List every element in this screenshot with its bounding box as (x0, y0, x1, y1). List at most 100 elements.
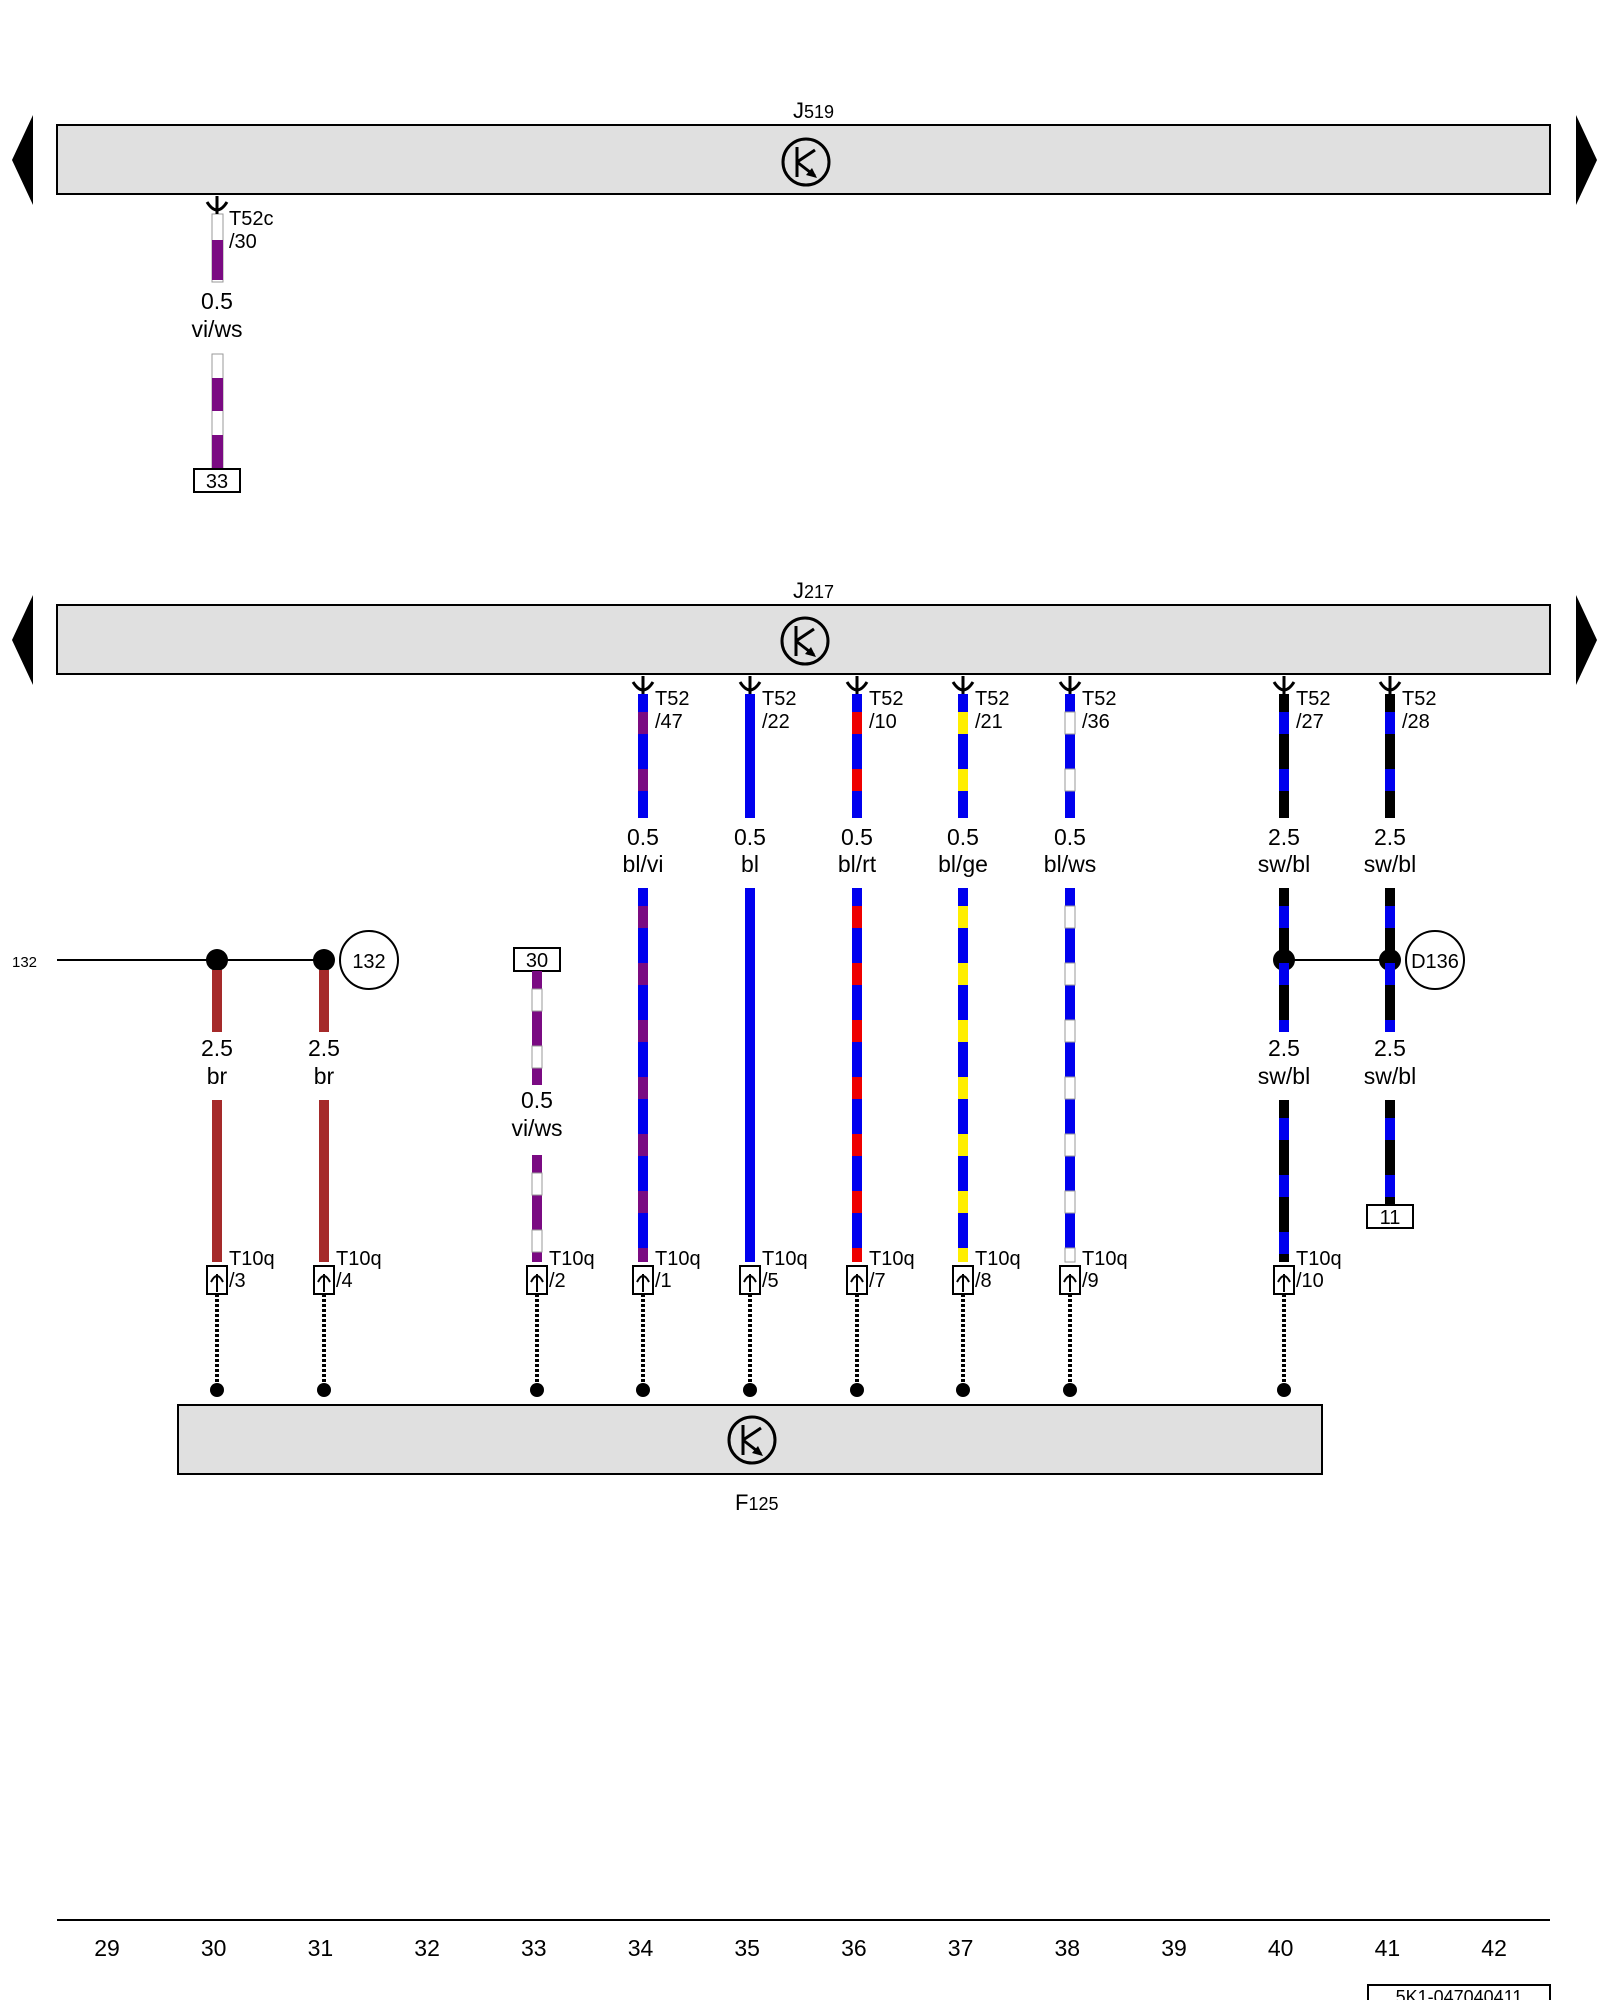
ref-30: 30 (513, 947, 561, 972)
connector-t10q-2: T10q/2 (526, 1248, 595, 1397)
pin-label: /10 (869, 711, 897, 733)
pin-label: /3 (229, 1270, 246, 1292)
column-number: 31 (308, 1935, 334, 1961)
pin-label: /47 (655, 711, 683, 733)
ref-11: 11 (1366, 1204, 1414, 1229)
wire-t52-22: T52/220.5bl (734, 676, 796, 877)
mid-wire-5: 2.5sw/bl (1364, 1035, 1416, 1205)
ref-30-label: 30 (526, 950, 548, 972)
connector-label: T10q (229, 1248, 275, 1270)
wire-segment (212, 1100, 222, 1262)
pin-label: /28 (1402, 711, 1430, 733)
control-unit-j217: J217 (12, 578, 1597, 685)
wire-color: bl/rt (838, 851, 877, 877)
wire-color: vi/ws (511, 1115, 562, 1141)
connector-label: T10q (869, 1248, 915, 1270)
wire-t52-47: T52/470.5bl/vi (623, 676, 689, 877)
column-number: 35 (734, 1935, 760, 1961)
wire-segment (1385, 694, 1395, 818)
wire-gauge: 2.5 (308, 1035, 340, 1061)
wire-t52-36: T52/360.5bl/ws (1044, 676, 1116, 877)
wire-gauge: 2.5 (1374, 1035, 1406, 1061)
column-number: 39 (1161, 1935, 1187, 1961)
junction-132-label: 132 (352, 951, 385, 973)
terminal-dot (317, 1383, 331, 1397)
upper-wire-group: T52/470.5bl/viT52/220.5blT52/100.5bl/rtT… (623, 676, 1436, 877)
junction-d136-label: D136 (1411, 951, 1459, 973)
wire-segment (745, 888, 755, 1262)
pin-label: /27 (1296, 711, 1324, 733)
wire-segment (319, 1100, 329, 1262)
pin-label: /7 (869, 1270, 886, 1292)
wire-t52-10: T52/10 0.5bl/rt (838, 676, 903, 877)
wire-segment (1064, 694, 1076, 818)
column-number: 30 (201, 1935, 227, 1961)
wire-t52c-30: 33 T52c /30 0.5 vi/ws (191, 196, 273, 493)
wire-segment (1279, 1100, 1289, 1262)
connector-label: T10q (1082, 1248, 1128, 1270)
component-label-j519: J519 (793, 98, 834, 123)
wire-t52-27: T52/272.5sw/bl (1258, 676, 1330, 877)
pin-label: /1 (655, 1270, 672, 1292)
ref-box-33 (193, 468, 241, 493)
connector-t10q-3: T10q/3 (206, 1248, 275, 1397)
pin-label: /21 (975, 711, 1003, 733)
wire-color: sw/bl (1364, 1063, 1416, 1089)
wire-color: br (207, 1063, 228, 1089)
wire-segment (1279, 888, 1289, 1032)
terminal-dot (850, 1383, 864, 1397)
wire-gauge: 2.5 (1374, 824, 1406, 850)
terminal-dot (210, 1383, 224, 1397)
wire-gauge: 0.5 (947, 824, 979, 850)
arrow-right-icon (1576, 595, 1597, 685)
connector-label: T52 (655, 688, 689, 710)
pin-label: /36 (1082, 711, 1110, 733)
electronic-component-icon (780, 616, 830, 666)
arrow-left-icon (12, 595, 33, 685)
wire-segment (1064, 888, 1076, 1263)
junction-dot (206, 949, 228, 971)
terminal-dot (636, 1383, 650, 1397)
wire-segment (852, 888, 862, 1262)
connector-label: T52 (762, 688, 796, 710)
connector-label: T10q (655, 1248, 701, 1270)
wire-color: bl/ge (938, 851, 988, 877)
connector-t10q-8: T10q/8 (952, 1248, 1021, 1397)
wire-gauge: 0.5 (841, 824, 873, 850)
lower-connector-group: T10q/3T10q/4T10q/2T10q/1T10q/5T10q/7T10q… (206, 1248, 1342, 1397)
wire-segment (1279, 694, 1289, 818)
column-number: 36 (841, 1935, 867, 1961)
arrow-right-icon (1576, 115, 1597, 205)
connector-label: T10q (762, 1248, 808, 1270)
mid-wire-2: 2.5br (308, 970, 340, 1262)
component-label-j217: J217 (793, 578, 834, 603)
connector-t10q-10: T10q/10 (1273, 1248, 1342, 1397)
column-number: 41 (1375, 1935, 1401, 1961)
wire-t52-21: T52/210.5bl/ge (938, 676, 1009, 877)
electronic-component-icon (781, 137, 831, 187)
wire-color: vi/ws (191, 316, 242, 342)
control-unit-j519: J519 (12, 98, 1597, 205)
wire-gauge: 2.5 (1268, 1035, 1300, 1061)
junction-d136-circle (1405, 930, 1465, 990)
wire-color: bl (741, 851, 759, 877)
mid-wire-3: 0.5vi/ws (511, 971, 563, 1262)
connector-label: T52 (869, 688, 903, 710)
connector-label: T10q (336, 1248, 382, 1270)
wire-segment (1385, 1100, 1395, 1205)
wire-segment (1385, 888, 1395, 1032)
pin-label: /2 (549, 1270, 566, 1292)
component-label-f125: F125 (735, 1490, 779, 1515)
wire-segment (531, 971, 543, 1085)
wire-gauge: 0.5 (521, 1087, 553, 1113)
wire-segment (958, 888, 968, 1262)
sensor-f125: F125 (177, 1404, 1323, 1515)
ref-33: 33 (206, 471, 228, 493)
connector-label: T10q (975, 1248, 1021, 1270)
wire-gauge: 0.5 (734, 824, 766, 850)
terminal-dot (743, 1383, 757, 1397)
column-number: 34 (628, 1935, 654, 1961)
wire-color: bl/ws (1044, 851, 1096, 877)
wire-gauge: 0.5 (627, 824, 659, 850)
pin-label: /9 (1082, 1270, 1099, 1292)
